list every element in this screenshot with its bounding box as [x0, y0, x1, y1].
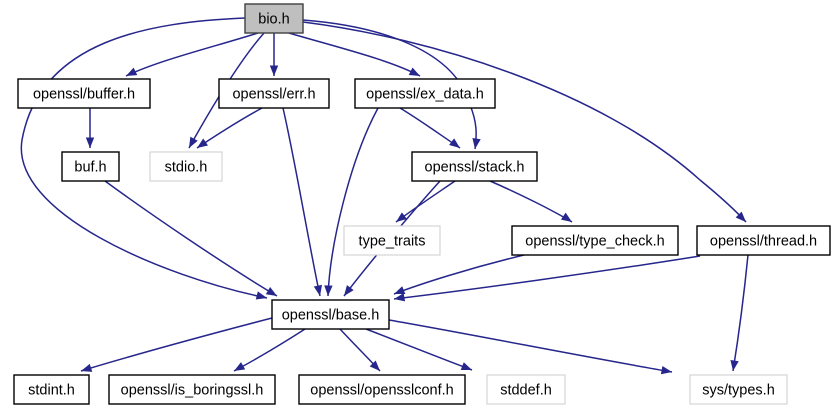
- node-box[interactable]: [149, 151, 223, 182]
- arrowhead-icon: [269, 65, 279, 76]
- node-box[interactable]: [411, 151, 538, 182]
- node-box[interactable]: [486, 374, 566, 405]
- edge-line: [395, 180, 456, 223]
- edge-base-to-opensslconf: [339, 328, 381, 372]
- node-box[interactable]: [218, 78, 330, 109]
- arrowhead-icon: [735, 211, 746, 222]
- arrowhead-icon: [81, 363, 93, 372]
- edge-stack-to-type_traits: [395, 180, 456, 223]
- graph-node-bio[interactable]: bio.h: [244, 3, 304, 34]
- edge-base-to-is_boringssl: [233, 328, 306, 372]
- edge-line: [302, 21, 747, 223]
- graph-node-opensslconf[interactable]: openssl/opensslconf.h: [298, 374, 466, 405]
- edge-thread-to-base: [393, 255, 701, 302]
- edge-line: [393, 255, 701, 300]
- graph-node-stack[interactable]: openssl/stack.h: [411, 151, 538, 182]
- graph-node-is_boringssl[interactable]: openssl/is_boringssl.h: [108, 374, 276, 405]
- node-box[interactable]: [271, 299, 390, 330]
- graph-node-ex_data[interactable]: openssl/ex_data.h: [354, 78, 496, 109]
- node-box[interactable]: [244, 3, 304, 34]
- edge-line: [196, 107, 263, 149]
- arrowhead-icon: [369, 360, 380, 371]
- graph-node-base[interactable]: openssl/base.h: [271, 299, 390, 330]
- arrowhead-icon: [255, 291, 267, 300]
- edge-line: [104, 180, 278, 297]
- node-box[interactable]: [108, 374, 276, 405]
- graph-node-type_traits[interactable]: type_traits: [343, 225, 441, 256]
- edge-line: [399, 107, 461, 149]
- arrowhead-icon: [313, 284, 323, 296]
- edge-base-to-stddef: [365, 328, 473, 371]
- arrowhead-icon: [396, 212, 407, 222]
- graph-node-type_check[interactable]: openssl/type_check.h: [511, 225, 679, 256]
- arrowhead-icon: [265, 287, 277, 296]
- edge-line: [388, 319, 673, 373]
- arrowhead-icon: [472, 137, 481, 149]
- edge-type_check-to-base: [393, 254, 525, 295]
- arrowhead-icon: [730, 359, 739, 371]
- arrowhead-icon: [394, 293, 406, 302]
- edge-ex_data-to-base: [324, 107, 379, 297]
- arrowhead-icon: [197, 138, 209, 148]
- arrowhead-icon: [234, 362, 246, 371]
- node-box[interactable]: [13, 374, 90, 405]
- edge-buf-to-base: [104, 180, 278, 297]
- edge-line: [732, 254, 749, 372]
- edge-err-to-base: [282, 107, 323, 297]
- arrowhead-icon: [126, 67, 138, 76]
- arrowhead-icon: [660, 365, 672, 375]
- arrowhead-icon: [189, 136, 198, 148]
- graph-node-stdint[interactable]: stdint.h: [13, 374, 90, 405]
- edge-base-to-stdint: [80, 317, 273, 372]
- edge-bio-to-thread: [302, 21, 747, 223]
- node-box[interactable]: [689, 374, 788, 405]
- arrowhead-icon: [344, 285, 354, 296]
- edge-line: [365, 328, 473, 371]
- edge-bio-to-buffer: [125, 32, 259, 77]
- edge-bio-to-base: [20, 17, 268, 300]
- node-box[interactable]: [511, 225, 679, 256]
- graph-node-stddef[interactable]: stddef.h: [486, 374, 566, 405]
- edge-line: [233, 328, 306, 372]
- edge-line: [288, 32, 421, 77]
- edge-ex_data-to-stack: [399, 107, 461, 149]
- node-box[interactable]: [17, 78, 151, 109]
- edge-layer: [20, 17, 749, 375]
- edge-line: [489, 180, 573, 223]
- edge-thread-to-sys_types: [730, 254, 749, 372]
- graph-node-err[interactable]: openssl/err.h: [218, 78, 330, 109]
- node-box[interactable]: [61, 151, 120, 182]
- edge-stack-to-type_check: [489, 180, 573, 223]
- arrowhead-icon: [560, 212, 572, 222]
- edge-err-to-stdio: [196, 107, 263, 149]
- arrowhead-icon: [460, 362, 472, 371]
- graph-node-stdio[interactable]: stdio.h: [149, 151, 223, 182]
- node-box[interactable]: [696, 225, 831, 256]
- edge-bio-to-ex_data: [288, 32, 421, 77]
- edge-line: [393, 254, 525, 295]
- edge-buffer-to-buf: [85, 108, 95, 148]
- graph-node-buffer[interactable]: openssl/buffer.h: [17, 78, 151, 109]
- arrowhead-icon: [85, 137, 95, 148]
- edge-bio-to-err: [269, 32, 279, 76]
- edge-base-to-sys_types: [388, 319, 673, 375]
- edge-line: [327, 107, 379, 297]
- edge-line: [80, 317, 273, 372]
- node-box[interactable]: [298, 374, 466, 405]
- node-box[interactable]: [354, 78, 496, 109]
- graph-node-sys_types[interactable]: sys/types.h: [689, 374, 788, 405]
- edge-line: [282, 107, 321, 297]
- arrowhead-icon: [324, 285, 333, 296]
- node-box[interactable]: [343, 225, 441, 256]
- arrowhead-icon: [449, 138, 460, 148]
- arrowhead-icon: [394, 286, 406, 295]
- graph-node-thread[interactable]: openssl/thread.h: [696, 225, 831, 256]
- edge-line: [20, 17, 268, 299]
- graph-node-buf[interactable]: buf.h: [61, 151, 120, 182]
- arrowhead-icon: [408, 67, 420, 76]
- edge-line: [125, 32, 259, 77]
